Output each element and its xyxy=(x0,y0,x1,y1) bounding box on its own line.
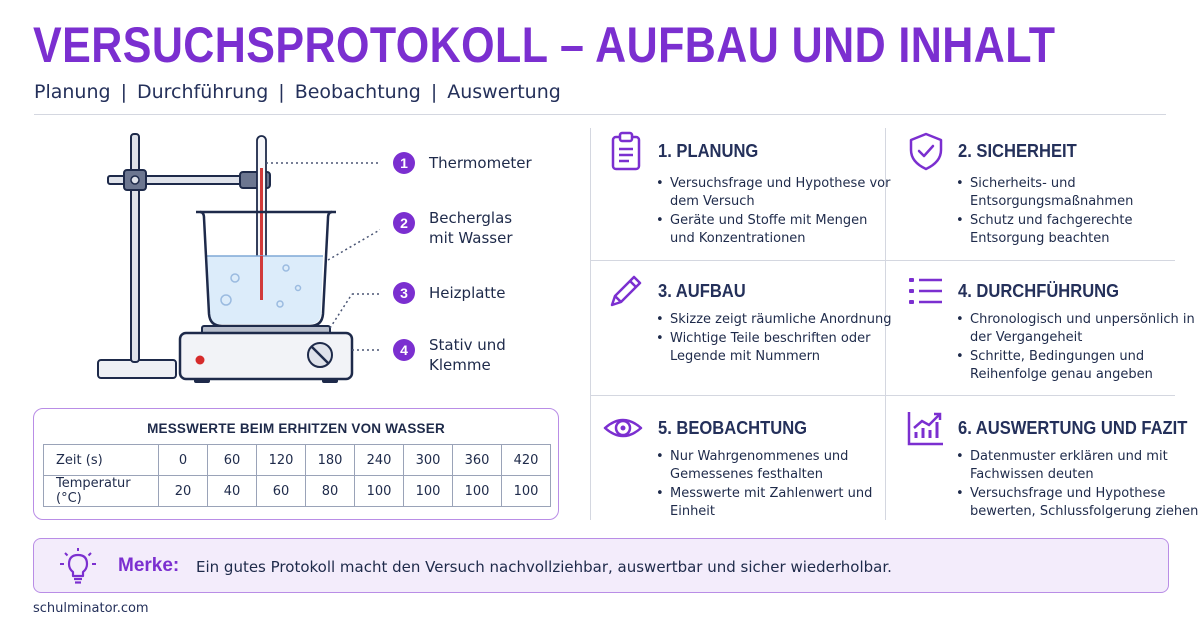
legend-number: 4 xyxy=(393,339,415,361)
subtitle-beobachtung: Beobachtung xyxy=(294,81,421,103)
section-list: Skizze zeigt räumliche Anordnung Wichtig… xyxy=(656,311,896,367)
page-title: VERSUCHSPROTOKOLL – AUFBAU UND INHALT xyxy=(33,17,1056,73)
grid-divider xyxy=(590,128,591,520)
measurement-table: Zeit (s) 0 60 120 180 240 300 360 420 Te… xyxy=(43,444,551,507)
list-item: Messwerte mit Zahlenwert und Einheit xyxy=(656,485,896,521)
table-cell: 300 xyxy=(403,444,453,476)
subtitle-auswertung: Auswertung xyxy=(447,81,561,103)
legend-label: Thermometer xyxy=(429,154,532,172)
table-cell: 420 xyxy=(501,444,551,476)
legend-item-stativ: 4 Stativ und Klemme xyxy=(393,335,539,375)
footer-source: schulminator.com xyxy=(33,601,149,616)
merke-text: Ein gutes Protokoll macht den Versuch na… xyxy=(196,558,892,576)
clipboard-icon xyxy=(611,131,641,171)
shield-check-icon xyxy=(909,132,943,171)
section-title: 4. DURCHFÜHRUNG xyxy=(958,281,1119,301)
legend-number: 1 xyxy=(393,152,415,174)
list-item: Skizze zeigt räumliche Anordnung xyxy=(656,311,896,329)
legend-label: Stativ und Klemme xyxy=(429,336,506,374)
table-row-header: Temperatur (°C) xyxy=(43,475,159,507)
subtitle-separator: | xyxy=(430,81,438,103)
list-item: Sicherheits- und Entsorgungsmaßnahmen xyxy=(956,175,1196,211)
table-cell: 20 xyxy=(158,475,208,507)
list-item: Geräte und Stoffe mit Mengen und Konzent… xyxy=(656,212,896,248)
table-cell: 100 xyxy=(501,475,551,507)
table-cell: 60 xyxy=(256,475,306,507)
merke-note: Merke: Ein gutes Protokoll macht den Ver… xyxy=(33,538,1169,593)
legend-number: 3 xyxy=(393,282,415,304)
subtitle-separator: | xyxy=(120,81,127,103)
table-cell: 100 xyxy=(452,475,502,507)
legend-label: Becherglas mit Wasser xyxy=(429,209,513,247)
subtitle: Planung | Durchführung | Beobachtung | Auswert… xyxy=(34,81,561,103)
table-cell: 360 xyxy=(452,444,502,476)
list-item: Chronologisch und unpersönlich in der Ve… xyxy=(956,311,1196,347)
list-item: Schutz und fachgerechte Entsorgung beach… xyxy=(956,212,1196,248)
subtitle-separator: | xyxy=(278,81,285,103)
table-cell: 100 xyxy=(354,475,404,507)
table-cell: 60 xyxy=(207,444,257,476)
lab-apparatus-illustration xyxy=(97,133,380,383)
section-title: 1. PLANUNG xyxy=(658,141,759,161)
section-list: Chronologisch und unpersönlich in der Ve… xyxy=(956,311,1196,385)
section-title: 5. BEOBACHTUNG xyxy=(658,418,808,438)
table-cell: 240 xyxy=(354,444,404,476)
section-list: Sicherheits- und Entsorgungsmaßnahmen Sc… xyxy=(956,175,1196,249)
subtitle-durchfuehrung: Durchführung xyxy=(136,81,269,103)
grid-divider xyxy=(590,260,1175,261)
table-cell: 80 xyxy=(305,475,355,507)
chart-trend-icon xyxy=(907,412,943,446)
table-cell: 180 xyxy=(305,444,355,476)
measurement-table-panel: MESSWERTE BEIM ERHITZEN VON WASSER xyxy=(33,408,559,520)
lightbulb-icon xyxy=(60,548,96,584)
section-title: 6. AUSWERTUNG UND FAZIT xyxy=(958,418,1188,438)
merke-label: Merke: xyxy=(118,555,180,576)
eye-icon xyxy=(603,418,643,438)
legend-item-thermometer: 1 Thermometer xyxy=(393,152,539,174)
section-title: 2. SICHERHEIT xyxy=(958,141,1077,161)
pencil-icon xyxy=(610,275,642,307)
grid-divider xyxy=(590,395,1175,396)
list-item: Versuchsfrage und Hypothese vor dem Vers… xyxy=(656,175,896,211)
legend-item-becherglas: 2 Becherglas mit Wasser xyxy=(393,208,539,248)
list-icon xyxy=(909,278,942,304)
section-list: Nur Wahrgenommenes und Gemessenes festha… xyxy=(656,448,896,522)
table-cell: 0 xyxy=(158,444,208,476)
list-item: Nur Wahrgenommenes und Gemessenes festha… xyxy=(656,448,896,484)
table-cell: 120 xyxy=(256,444,306,476)
section-title: 3. AUFBAU xyxy=(658,281,746,301)
table-row-header: Zeit (s) xyxy=(43,444,159,476)
section-list: Datenmuster erklären und mit Fachwissen … xyxy=(956,448,1200,522)
legend-number: 2 xyxy=(393,212,415,234)
legend-label: Heizplatte xyxy=(429,284,506,302)
table-row: Zeit (s) 0 60 120 180 240 300 360 420 xyxy=(43,444,551,476)
legend-item-heizplatte: 3 Heizplatte xyxy=(393,282,539,304)
list-item: Schritte, Bedingungen und Reihenfolge ge… xyxy=(956,348,1196,384)
table-row: Temperatur (°C) 20 40 60 80 100 100 100 … xyxy=(43,475,551,507)
table-title: MESSWERTE BEIM ERHITZEN VON WASSER xyxy=(147,421,445,436)
subtitle-planung: Planung xyxy=(34,81,111,103)
header-divider xyxy=(34,114,1166,115)
table-cell: 100 xyxy=(403,475,453,507)
table-cell: 40 xyxy=(207,475,257,507)
list-item: Versuchsfrage und Hypothese bewerten, Sc… xyxy=(956,485,1200,521)
section-list: Versuchsfrage und Hypothese vor dem Vers… xyxy=(656,175,896,249)
list-item: Wichtige Teile beschriften oder Legende … xyxy=(656,330,896,366)
list-item: Datenmuster erklären und mit Fachwissen … xyxy=(956,448,1200,484)
